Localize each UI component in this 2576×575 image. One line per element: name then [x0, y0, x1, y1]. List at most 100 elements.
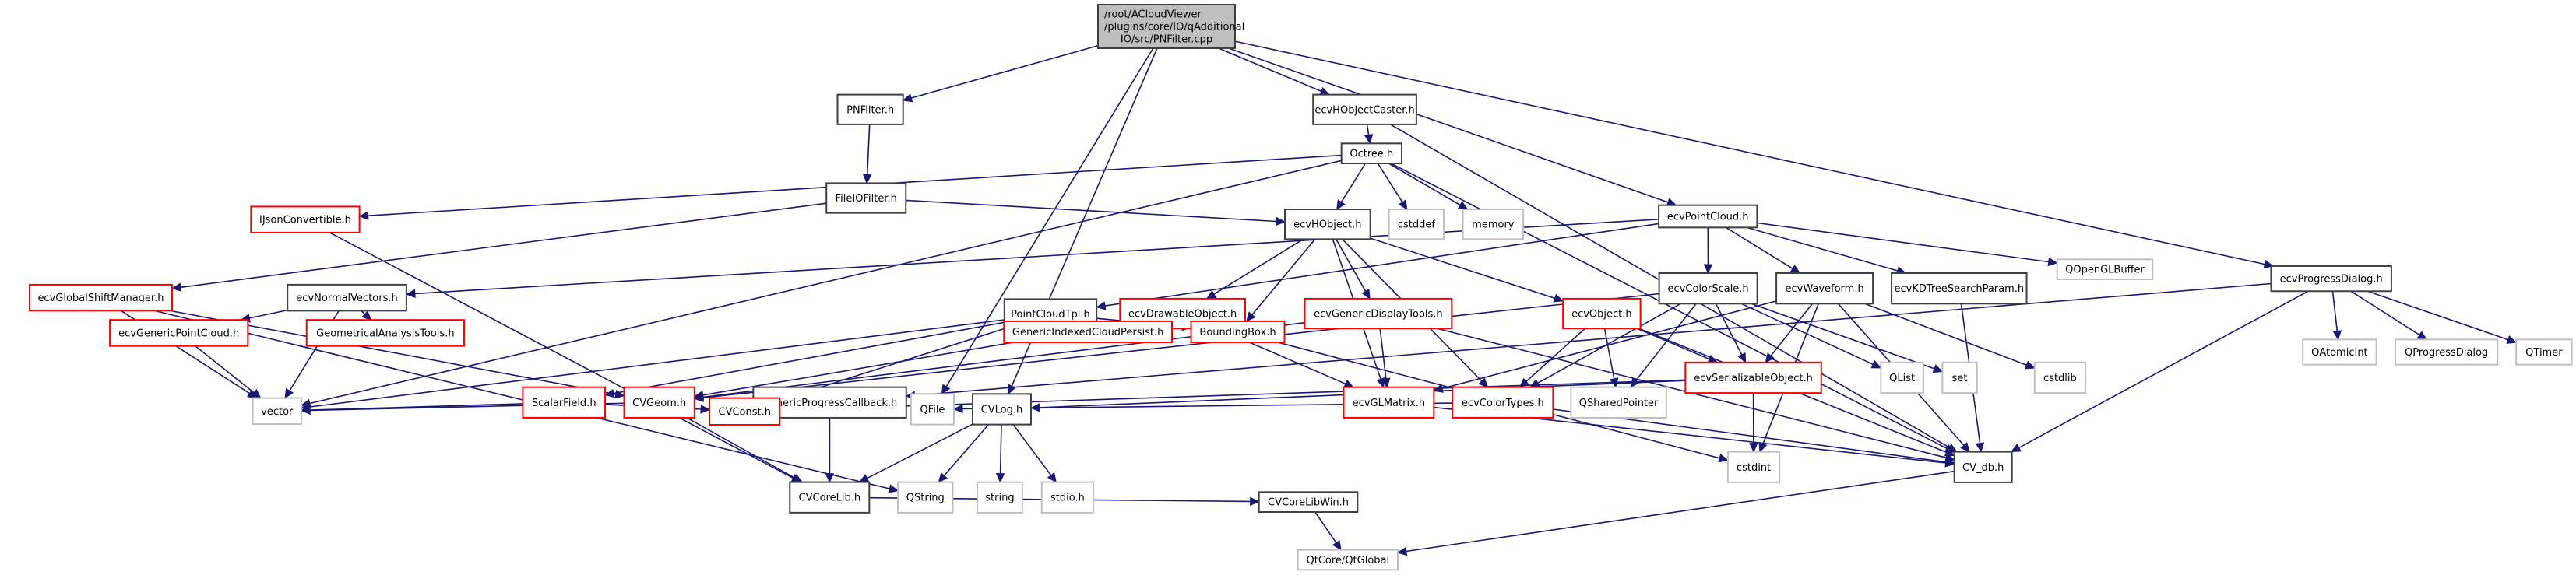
node-root[interactable]: /root/ACloudViewer/plugins/core/IO/qAddi…: [1097, 4, 1244, 49]
node-box[interactable]: [305, 319, 465, 347]
node-box[interactable]: [1040, 481, 1095, 514]
node-ecvgenericpointcloud-h[interactable]: ecvGenericPointCloud.h: [109, 319, 249, 347]
node-cvgeom-h[interactable]: CVGeom.h: [623, 386, 695, 419]
node-box[interactable]: [1775, 272, 1874, 305]
node-box[interactable]: [789, 481, 871, 514]
node-box[interactable]: [1312, 93, 1417, 125]
node-ecvobject-h[interactable]: ecvObject.h: [1562, 297, 1642, 330]
edge-ecvPointCloud-h-to-QOpenGLBuffer: [1757, 222, 2049, 263]
node-box[interactable]: [522, 386, 607, 419]
node-memory[interactable]: memory: [1462, 209, 1525, 240]
node-box[interactable]: [1891, 272, 2028, 305]
node-box[interactable]: [250, 205, 361, 233]
node-ecvwaveform-h[interactable]: ecvWaveform.h: [1775, 272, 1874, 305]
node-box[interactable]: [1003, 320, 1174, 343]
edge-ecvNormalVectors-h-to-ecvGenericPointCloud-h: [249, 309, 288, 319]
node-qlist[interactable]: QList: [1880, 361, 1924, 394]
node-qatomicint[interactable]: QAtomicInt: [2302, 338, 2377, 366]
node-box[interactable]: [1953, 451, 2013, 483]
node-box[interactable]: [2394, 338, 2499, 366]
node-octree-h[interactable]: Octree.h: [1340, 142, 1402, 164]
node-ecvglmatrix-h[interactable]: ecvGLMatrix.h: [1343, 386, 1435, 419]
node-box[interactable]: [709, 397, 781, 426]
node-box[interactable]: [252, 397, 303, 426]
node-genericindexedcloudpersist-h[interactable]: GenericIndexedCloudPersist.h: [1003, 320, 1174, 343]
node-box[interactable]: [977, 481, 1023, 514]
node-box[interactable]: [836, 93, 904, 125]
node-label: IJsonConvertible.h: [259, 215, 351, 226]
node-label: cstdint: [1737, 462, 1771, 474]
node-box[interactable]: [1097, 4, 1236, 49]
node-box[interactable]: [2515, 338, 2573, 366]
node-box[interactable]: [1190, 320, 1286, 343]
node-ecvnormalvectors-h[interactable]: ecvNormalVectors.h: [287, 283, 407, 312]
node-ecvkdtreesearchparam-h[interactable]: ecvKDTreeSearchParam.h: [1891, 272, 2028, 305]
node-ecvpointcloud-h[interactable]: ecvPointCloud.h: [1658, 204, 1758, 229]
node-ecvglobalshiftmanager-h[interactable]: ecvGlobalShiftManager.h: [28, 283, 173, 312]
node-box[interactable]: [971, 393, 1032, 426]
node-box[interactable]: [897, 481, 954, 514]
node-ecvhobjectcaster-h[interactable]: ecvHObjectCaster.h: [1312, 93, 1417, 125]
node-qprogressdialog[interactable]: QProgressDialog: [2394, 338, 2499, 366]
node-box[interactable]: [1658, 272, 1758, 305]
node-box[interactable]: [2033, 361, 2087, 394]
node-qtimer[interactable]: QTimer: [2515, 338, 2573, 366]
node-box[interactable]: [825, 182, 907, 214]
node-fileiofilter-h[interactable]: FileIOFilter.h: [825, 182, 907, 214]
node-box[interactable]: [1880, 361, 1924, 394]
node-box[interactable]: [1452, 386, 1554, 419]
node-box[interactable]: [109, 319, 249, 347]
node-string[interactable]: string: [977, 481, 1023, 514]
edge-ecvGenericDisplayTools-h-to-ecvGLMatrix-h: [1379, 328, 1387, 379]
node-pnfilter-h[interactable]: PNFilter.h: [836, 93, 904, 125]
node-box[interactable]: [1562, 297, 1642, 330]
node-scalarfield-h[interactable]: ScalarField.h: [522, 386, 607, 419]
node-ecvprogressdialog-h[interactable]: ecvProgressDialog.h: [2270, 265, 2392, 293]
node-cstddef[interactable]: cstddef: [1388, 209, 1445, 240]
node-ecvgenericdisplaytools-h[interactable]: ecvGenericDisplayTools.h: [1304, 297, 1453, 330]
node-box[interactable]: [1462, 209, 1525, 240]
node-cvcorelib-h[interactable]: CVCoreLib.h: [789, 481, 871, 514]
node-box[interactable]: [1941, 361, 1978, 394]
node-box[interactable]: [1388, 209, 1445, 240]
node-ijsonconvertible-h[interactable]: IJsonConvertible.h: [250, 205, 361, 233]
node-box[interactable]: [1340, 142, 1402, 164]
node-box[interactable]: [1684, 361, 1822, 394]
node-qfile[interactable]: QFile: [910, 393, 955, 426]
arrowhead: [1361, 288, 1371, 300]
node-box[interactable]: [1658, 204, 1758, 229]
node-box[interactable]: [2302, 338, 2377, 366]
node-box[interactable]: [910, 393, 955, 426]
node-box[interactable]: [1284, 209, 1371, 240]
node-box[interactable]: [2056, 258, 2154, 281]
node-box[interactable]: [287, 283, 407, 312]
node-ecvcolorscale-h[interactable]: ecvColorScale.h: [1658, 272, 1758, 305]
node-stdio-h[interactable]: stdio.h: [1040, 481, 1095, 514]
node-cstdint[interactable]: cstdint: [1726, 451, 1781, 483]
node-box[interactable]: [1343, 386, 1435, 419]
node-cvlog-h[interactable]: CVLog.h: [971, 393, 1032, 426]
node-box[interactable]: [1570, 386, 1667, 419]
node-ecvcolortypes-h[interactable]: ecvColorTypes.h: [1452, 386, 1554, 419]
node-qsharedpointer[interactable]: QSharedPointer: [1570, 386, 1667, 419]
node-box[interactable]: [28, 283, 173, 312]
node-cstdlib[interactable]: cstdlib: [2033, 361, 2087, 394]
node-qtcore-qtglobal[interactable]: QtCore/QtGlobal: [1297, 549, 1399, 571]
node-cvcorelibwin-h[interactable]: CVCoreLibWin.h: [1258, 491, 1359, 513]
node-box[interactable]: [2270, 265, 2392, 293]
node-set[interactable]: set: [1941, 361, 1978, 394]
node-qopenglbuffer[interactable]: QOpenGLBuffer: [2056, 258, 2154, 281]
node-ecvserializableobject-h[interactable]: ecvSerializableObject.h: [1684, 361, 1822, 394]
node-ecvhobject-h[interactable]: ecvHObject.h: [1284, 209, 1371, 240]
node-box[interactable]: [1726, 451, 1781, 483]
node-box[interactable]: [1304, 297, 1453, 330]
node-box[interactable]: [1297, 549, 1399, 571]
node-cvconst-h[interactable]: CVConst.h: [709, 397, 781, 426]
node-box[interactable]: [1258, 491, 1359, 513]
node-box[interactable]: [623, 386, 695, 419]
node-qstring[interactable]: QString: [897, 481, 954, 514]
node-vector[interactable]: vector: [252, 397, 303, 426]
node-boundingbox-h[interactable]: BoundingBox.h: [1190, 320, 1286, 343]
node-geometricalanalysistools-h[interactable]: GeometricalAnalysisTools.h: [305, 319, 465, 347]
node-cv-db-h[interactable]: CV_db.h: [1953, 451, 2013, 483]
